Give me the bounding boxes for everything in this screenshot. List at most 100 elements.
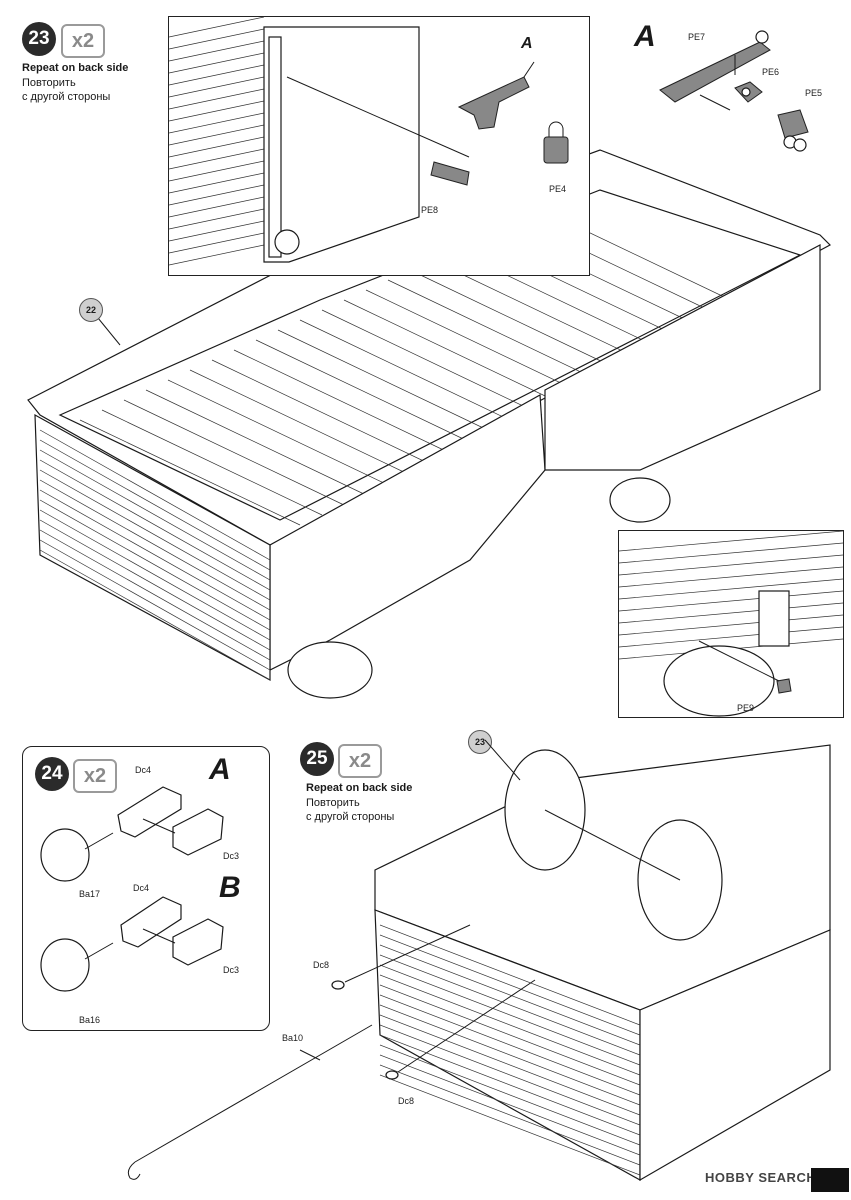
label-pe9: PE9 bbox=[737, 703, 755, 713]
pe9-detail-drawing bbox=[618, 530, 844, 717]
step-24-variant-a: A bbox=[209, 753, 231, 786]
plank-line bbox=[39, 429, 271, 561]
label-ba16: Ba16 bbox=[79, 1015, 101, 1025]
plank-line bbox=[39, 539, 271, 671]
plank-line bbox=[168, 208, 265, 230]
plank-line bbox=[145, 389, 367, 496]
step-23-number: 23 bbox=[22, 22, 56, 56]
plank-line bbox=[379, 924, 641, 1026]
plank-line bbox=[379, 934, 641, 1036]
plank-line bbox=[189, 369, 411, 476]
step-24-number: 24 bbox=[35, 757, 69, 791]
plank-line bbox=[379, 1064, 641, 1166]
plank-line bbox=[39, 479, 271, 611]
step-24-box: 24 x2 A B Dc4 Dc3 Ba17 Dc4 Dc3 Ba16 bbox=[22, 746, 270, 1031]
plank-line bbox=[167, 379, 389, 486]
step-23-note-en: Repeat on back side bbox=[22, 62, 129, 74]
label-pe4: PE4 bbox=[549, 184, 567, 194]
step-23-wagon-drawing bbox=[27, 149, 831, 699]
plank-line bbox=[387, 279, 609, 386]
plank-line bbox=[379, 1014, 641, 1116]
plank-line bbox=[379, 954, 641, 1056]
label-ba17: Ba17 bbox=[79, 889, 101, 899]
plank-line bbox=[168, 112, 265, 134]
plank-line bbox=[39, 459, 271, 591]
plank-line bbox=[168, 160, 265, 182]
plank-line bbox=[379, 1024, 641, 1126]
step-25-multiplier: x2 bbox=[338, 744, 382, 778]
plank-line bbox=[321, 309, 543, 416]
plank-line bbox=[123, 399, 345, 506]
step-25-note-en: Repeat on back side bbox=[306, 782, 413, 794]
step-24-multiplier: x2 bbox=[73, 759, 117, 793]
plank-line bbox=[618, 542, 844, 564]
plank-line bbox=[379, 1004, 641, 1106]
plank-line bbox=[618, 590, 844, 612]
inset-variant-a: A bbox=[521, 35, 533, 52]
door-detail-drawing bbox=[168, 16, 569, 266]
plank-line bbox=[379, 984, 641, 1086]
plank-line bbox=[365, 289, 587, 396]
plank-line bbox=[255, 339, 477, 446]
plank-line bbox=[168, 64, 265, 86]
step-23-note-ru-1: Повторить bbox=[22, 77, 76, 89]
plank-line bbox=[168, 244, 265, 266]
step-25-callout-23: 23 bbox=[468, 730, 492, 754]
label-dc4-a: Dc4 bbox=[135, 765, 152, 775]
plank-line bbox=[409, 269, 631, 376]
plank-line bbox=[379, 1074, 641, 1176]
plank-line bbox=[39, 549, 271, 681]
plank-line bbox=[168, 28, 265, 50]
plank-line bbox=[618, 578, 844, 600]
plank-line bbox=[618, 614, 844, 636]
plank-line bbox=[168, 52, 265, 74]
hobby-search-watermark: HOBBY SEARCH bbox=[705, 1170, 817, 1185]
plank-line bbox=[168, 220, 265, 242]
step-23-pe9-detail-inset: PE9 bbox=[618, 530, 844, 718]
plank-line bbox=[618, 530, 844, 552]
plank-line bbox=[168, 184, 265, 206]
variant-a-parts-drawing bbox=[659, 30, 809, 152]
plank-line bbox=[168, 100, 265, 122]
step-23-variant-a: A bbox=[634, 20, 656, 53]
plank-line bbox=[39, 519, 271, 651]
label-dc8-bottom: Dc8 bbox=[398, 1096, 415, 1106]
label-pe8: PE8 bbox=[421, 205, 439, 215]
plank-line bbox=[379, 964, 641, 1066]
plank-line bbox=[168, 148, 265, 170]
plank-line bbox=[277, 329, 499, 436]
plank-line bbox=[211, 359, 433, 466]
plank-line bbox=[379, 974, 641, 1076]
plank-line bbox=[618, 554, 844, 576]
plank-line bbox=[39, 439, 271, 571]
plank-line bbox=[168, 40, 265, 62]
plank-line bbox=[379, 1034, 641, 1136]
plank-line bbox=[79, 419, 301, 526]
label-dc3-a: Dc3 bbox=[223, 851, 240, 861]
page-number-tab bbox=[811, 1168, 849, 1192]
plank-line bbox=[168, 16, 265, 38]
label-pe6: PE6 bbox=[762, 67, 780, 77]
label-dc8-top: Dc8 bbox=[313, 960, 330, 970]
plank-line bbox=[299, 319, 521, 426]
step-25-number: 25 bbox=[300, 742, 334, 776]
plank-line bbox=[39, 499, 271, 631]
plank-line bbox=[101, 409, 323, 516]
plank-line bbox=[379, 1054, 641, 1156]
label-pe7: PE7 bbox=[688, 32, 706, 42]
plank-line bbox=[168, 196, 265, 218]
step-23-multiplier: x2 bbox=[61, 24, 105, 58]
plank-line bbox=[618, 626, 844, 648]
plank-line bbox=[168, 232, 265, 254]
plank-line bbox=[233, 349, 455, 456]
plank-line bbox=[379, 944, 641, 1046]
plank-line bbox=[168, 136, 265, 158]
step-24-variant-b: B bbox=[219, 871, 241, 904]
plank-line bbox=[618, 566, 844, 588]
label-dc3-b: Dc3 bbox=[223, 965, 240, 975]
step-25-note-ru-2: с другой стороны bbox=[306, 811, 395, 823]
label-ba10: Ba10 bbox=[282, 1033, 304, 1043]
plank-line bbox=[618, 602, 844, 624]
step-25-note-ru-1: Повторить bbox=[306, 797, 360, 809]
